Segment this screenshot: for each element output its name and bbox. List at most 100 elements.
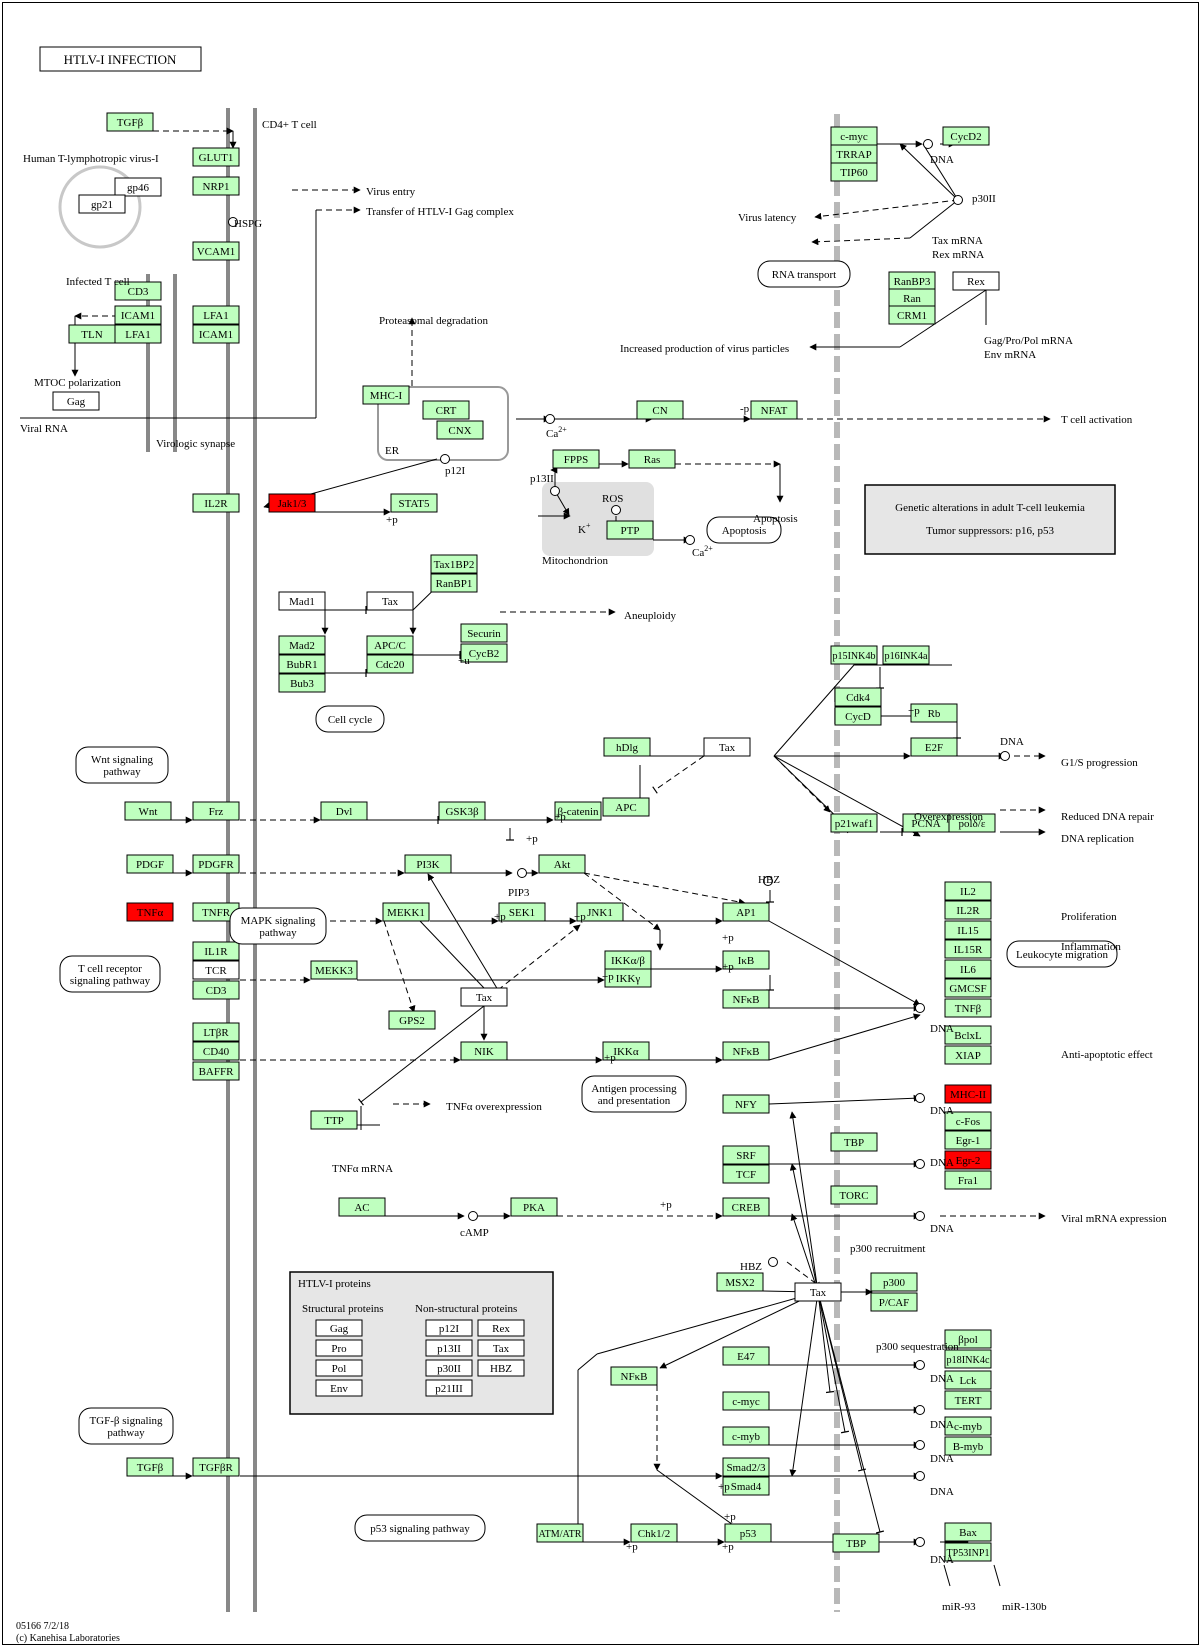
gene-node-box[interactable] (192, 1457, 240, 1477)
gene-node-box[interactable] (278, 673, 326, 693)
gene-node-egr-1[interactable]: Egr-1 (944, 1130, 992, 1150)
gene-node-box[interactable] (944, 881, 992, 901)
gene-node-box[interactable] (278, 635, 326, 655)
gene-node-ikk[interactable]: IKKα/β (604, 950, 652, 970)
gene-node-tbp[interactable]: TBP (832, 1533, 880, 1553)
gene-node-pdgfr[interactable]: PDGFR (192, 854, 240, 874)
gene-node-box[interactable] (944, 1522, 992, 1542)
gene-node-box[interactable] (604, 968, 652, 988)
gene-node-box[interactable] (192, 324, 240, 344)
gene-node-il6[interactable]: IL6 (944, 959, 992, 979)
gene-node-pol[interactable]: polδ/ε (948, 813, 996, 833)
gene-node-box[interactable] (192, 493, 240, 513)
gene-node-box[interactable] (944, 959, 992, 979)
gene-node-box[interactable] (830, 645, 878, 665)
gene-node-box[interactable] (944, 1025, 992, 1045)
gene-node-box[interactable] (830, 162, 878, 182)
gene-node-icam1[interactable]: ICAM1 (192, 324, 240, 344)
gene-node-mhc-ii[interactable]: MHC-II (944, 1084, 992, 1104)
gene-node-pcna[interactable]: PCNA (902, 813, 950, 833)
gene-node-box[interactable] (192, 980, 240, 1000)
gene-node-box[interactable] (944, 1436, 992, 1456)
gene-node-p53[interactable]: p53 (724, 1523, 772, 1543)
gene-node-torc[interactable]: TORC (830, 1185, 878, 1205)
gene-node-tbp[interactable]: TBP (830, 1132, 878, 1152)
pathway-link-cell-cycle[interactable]: Cell cycle (315, 705, 385, 733)
gene-node-lfa1[interactable]: LFA1 (192, 305, 240, 325)
gene-node-box[interactable] (944, 1084, 992, 1104)
gene-node-bub3[interactable]: Bub3 (278, 673, 326, 693)
gene-node-box[interactable] (722, 1197, 770, 1217)
gene-node-securin[interactable]: Securin (460, 623, 508, 643)
gene-node-il2r[interactable]: IL2R (944, 900, 992, 920)
gene-node-il2[interactable]: IL2 (944, 881, 992, 901)
gene-node-fpps[interactable]: FPPS (552, 449, 600, 469)
gene-node-e47[interactable]: E47 (722, 1346, 770, 1366)
gene-node-box[interactable] (460, 987, 508, 1007)
gene-node-box[interactable] (834, 706, 882, 726)
gene-node-bax[interactable]: Bax (944, 1522, 992, 1542)
gene-node-fra1[interactable]: Fra1 (944, 1170, 992, 1190)
gene-node-il1r[interactable]: IL1R (192, 941, 240, 961)
gene-node-box[interactable] (722, 1346, 770, 1366)
gene-node-box[interactable] (722, 989, 770, 1009)
gene-node-box[interactable] (722, 1457, 770, 1477)
gene-node-box[interactable] (126, 1457, 174, 1477)
gene-node-box[interactable] (436, 420, 484, 440)
gene-node-box[interactable] (722, 1426, 770, 1446)
gene-node-e2f[interactable]: E2F (910, 737, 958, 757)
gene-node-ptp[interactable]: PTP (606, 520, 654, 540)
gene-node-box[interactable] (192, 854, 240, 874)
gene-node-cycd2[interactable]: CycD2 (942, 126, 990, 146)
gene-node-crt[interactable]: CRT (422, 400, 470, 420)
gene-node-cdc20[interactable]: Cdc20 (366, 654, 414, 674)
gene-node-box[interactable] (192, 941, 240, 961)
gene-node-gsk3[interactable]: GSK3β (438, 801, 486, 821)
gene-node-box[interactable] (722, 1041, 770, 1061)
gene-node-p-caf[interactable]: P/CAF (870, 1292, 918, 1312)
gene-node-pka[interactable]: PKA (510, 1197, 558, 1217)
gene-node-c-myc[interactable]: c-myc (722, 1391, 770, 1411)
pathway-link-box[interactable] (581, 1075, 687, 1113)
gene-node-box[interactable] (944, 998, 992, 1018)
gene-node-box[interactable] (460, 623, 508, 643)
gene-node-mad1[interactable]: Mad1 (278, 591, 326, 611)
gene-node-box[interactable] (602, 797, 650, 817)
pathway-link-box[interactable] (229, 907, 327, 945)
gene-node-dvl[interactable]: Dvl (320, 801, 368, 821)
gene-node-box[interactable] (603, 737, 651, 757)
gene-node-box[interactable] (366, 654, 414, 674)
gene-node-box[interactable] (422, 400, 470, 420)
gene-node-box[interactable] (310, 1110, 358, 1130)
gene-node-smad2-3[interactable]: Smad2/3 (722, 1457, 770, 1477)
gene-node-box[interactable] (722, 950, 770, 970)
gene-node-box[interactable] (366, 635, 414, 655)
gene-node-box[interactable] (192, 1041, 240, 1061)
gene-node-c-myb[interactable]: c-myb (944, 1416, 992, 1436)
gene-node-p18ink4c[interactable]: p18INK4c (944, 1349, 992, 1369)
gene-node-tnf[interactable]: TNFβ (944, 998, 992, 1018)
gene-node-xiap[interactable]: XIAP (944, 1045, 992, 1065)
gene-node-tax[interactable]: Tax (703, 737, 751, 757)
gene-node-nfat[interactable]: NFAT (750, 400, 798, 420)
gene-node-jnk1[interactable]: JNK1 (576, 902, 624, 922)
gene-node-box[interactable] (944, 1111, 992, 1131)
gene-node-wnt[interactable]: Wnt (124, 801, 172, 821)
gene-node-box[interactable] (944, 920, 992, 940)
gene-node-nrp1[interactable]: NRP1 (192, 176, 240, 196)
gene-node-ikk[interactable]: IKKγ (604, 968, 652, 988)
gene-node-box[interactable] (716, 1272, 764, 1292)
gene-node-cnx[interactable]: CNX (436, 420, 484, 440)
gene-node-tln[interactable]: TLN (68, 324, 116, 344)
gene-node-box[interactable] (724, 1523, 772, 1543)
gene-node-c-myb[interactable]: c-myb (722, 1426, 770, 1446)
gene-node-il15r[interactable]: IL15R (944, 939, 992, 959)
gene-node-box[interactable] (944, 1390, 992, 1410)
gene-node-box[interactable] (703, 737, 751, 757)
gene-node-tip60[interactable]: TIP60 (830, 162, 878, 182)
gene-node-box[interactable] (942, 126, 990, 146)
pathway-link-apoptosis[interactable]: Apoptosis (706, 516, 782, 544)
gene-node-box[interactable] (830, 813, 878, 833)
gene-node-box[interactable] (430, 554, 478, 574)
gene-node-gmcsf[interactable]: GMCSF (944, 978, 992, 998)
